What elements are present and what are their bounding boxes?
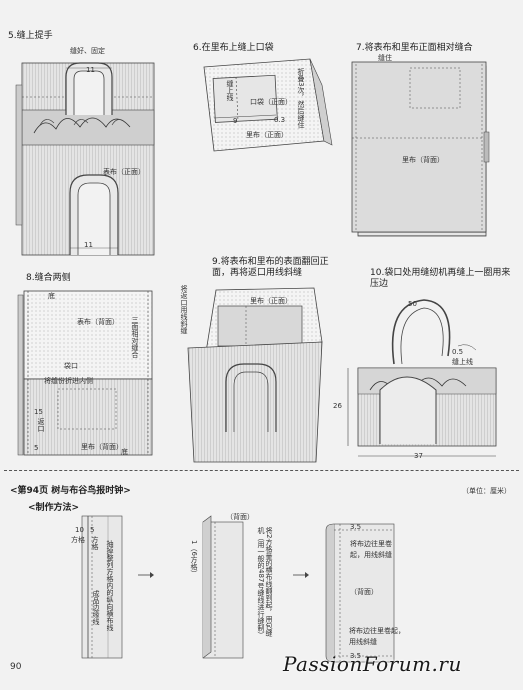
step8-label-bottom: 底 [121,448,128,456]
step10-title-line2: 压边 [370,279,389,289]
bd2-label-grid: 1（6方格） [190,540,198,577]
bd1-label-pull-thread: 抽掉整列方格内的纵向横布线 [106,540,114,631]
bd3-label-top: 将布边往里卷起，用线斜缝 [350,540,392,559]
bottom-diagram-3 [325,523,395,663]
step10-title-line1: 10.袋口处用缝纫机再缝上一圈用来 [370,268,511,278]
step10-dim-26: 26 [333,402,342,410]
bd2-label-back: （背面） [226,513,254,521]
bd3-dim-bottom: 3.5 [350,652,362,660]
section-divider [4,470,519,471]
step8-label-return: 返口 [37,418,45,432]
step7-label-lining-back: 里布（背面） [402,156,444,164]
step6-label-lining: 里布（正面） [246,131,288,139]
step7-title: 7.将表布和里布正面相对缝合 [356,43,473,53]
bd1-dim-10: 10 [75,526,84,534]
step6-dim-03: 0.3 [274,116,286,124]
step6-diagram [203,58,333,152]
step8-label-opening: 袋口 [64,362,78,370]
step8-dim-15: 15 [34,408,43,416]
step9-label-slipstitch: 将返口用线斜缝 [180,285,188,334]
step10-dim-50: 50 [408,300,417,308]
step5-diagram [15,62,155,256]
step8-label-bottom-top: 底 [48,292,55,300]
bd2-label-instructions: 将2方格量的横布线翻到起，用包缝机（用一般的487号缝线进行缝制） [257,527,273,639]
step8-label-three-sides: 三面相对缝合 [131,316,139,358]
page-number: 90 [10,662,22,672]
step7-label-sew: 缝住 [378,54,392,62]
step10-diagram [347,299,497,457]
step6-label-fold: 折叠3次，然后缝住 [297,68,305,129]
step6-label-pocket: 口袋（正面） [250,98,292,106]
step8-label-outer-back: 表布（背面） [77,318,119,326]
bd3-dim-top: 3.5 [350,523,362,531]
step5-dim-top: 11 [86,66,95,74]
step9-title-line2: 面，再将返口用线斜缝 [212,268,303,278]
step5-dim-bottom: 11 [84,241,93,249]
bd1-label-edge: 成品边缘线 [92,590,100,625]
step5-title: 5.缝上提手 [8,31,53,41]
method-title: <制作方法> [28,503,80,513]
watermark: PassionForum.ru [283,652,462,676]
step6-title: 6.在里布上缝上口袋 [193,43,274,53]
unit-note: （单位：厘米） [462,487,511,495]
step9-label-lining-front: 里布（正面） [250,297,292,305]
bd1-dim-5: 5 [90,526,95,534]
step10-label-sewline: 缝上线 [452,358,473,366]
bd1-label-grid1: 方格 [71,536,85,544]
bd1-label-grid2: 方格 [91,536,99,550]
step10-dim-05: 0.5 [452,348,464,356]
section-title: <第94页 树与布谷鸟报时钟> [10,486,131,496]
bottom-diagram-1 [81,515,123,659]
step10-dim-37: 37 [414,452,423,460]
bd3-label-bottom: 将布边往里卷起，用线斜缝 [349,627,405,646]
arrow-1 [138,572,154,578]
step8-diagram [17,290,153,456]
bd3-label-back: （背面） [350,588,378,596]
step5-label-outer: 表布（正面） [103,168,145,176]
bottom-diagram-2 [202,515,244,659]
arrow-2 [293,572,309,578]
step9-diagram [187,287,323,463]
step9-title-line1: 9.将表布和里布的表面翻回正 [212,257,329,267]
step8-label-fold-seam: 将缝份折进内侧 [44,377,93,385]
step8-title: 8.缝合两侧 [26,273,71,283]
step6-dim-9: 9 [233,117,238,125]
step6-label-sewline: 缝上线 [226,80,234,101]
step7-diagram [351,61,490,237]
step5-label-sewn: 缝好、固定 [70,47,105,55]
step8-label-lining-back: 里布（背面） [81,443,123,451]
step8-dim-5: 5 [34,444,39,452]
